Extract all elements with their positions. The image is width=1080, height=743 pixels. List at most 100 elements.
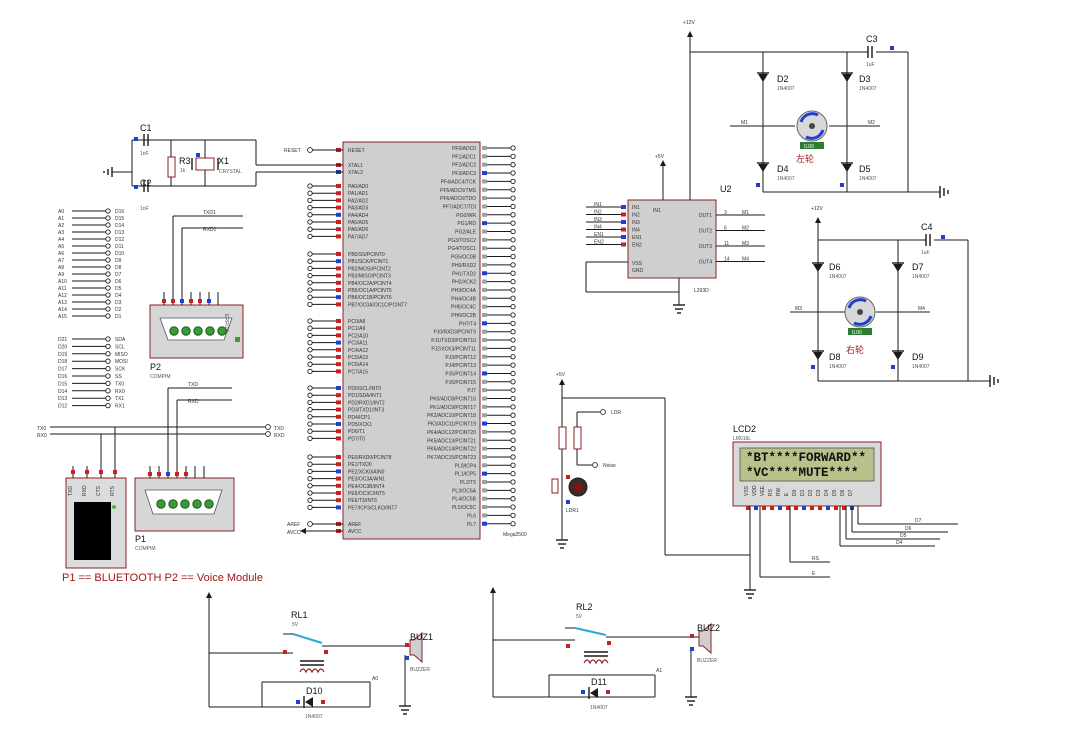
mcu-right-terminal[interactable]: [510, 270, 516, 276]
mcu-right-terminal[interactable]: [510, 228, 516, 235]
mcu-left-terminal[interactable]: [307, 385, 313, 391]
net-a-terminal[interactable]: [105, 306, 111, 312]
mcu-left-terminal[interactable]: [307, 428, 313, 434]
mcu-right-terminal[interactable]: [510, 395, 516, 402]
mcu-right-terminal[interactable]: [510, 437, 516, 443]
reset-terminal[interactable]: [307, 147, 313, 153]
mcu-left-terminal[interactable]: [307, 272, 313, 279]
mcu-left-terminal[interactable]: [307, 368, 313, 375]
mcu-left-terminal[interactable]: [307, 454, 313, 460]
mcu-right-terminal[interactable]: [510, 295, 516, 301]
mcu-right-terminal[interactable]: [510, 479, 516, 485]
net-a-terminal[interactable]: [105, 243, 111, 249]
mcu-right-terminal[interactable]: [510, 370, 516, 377]
net-a-terminal[interactable]: [105, 208, 111, 214]
net-a-terminal[interactable]: [105, 285, 111, 291]
net-a-terminal[interactable]: [105, 215, 111, 221]
net-b-terminal[interactable]: [105, 358, 111, 364]
p2-connector[interactable]: TXD1 RXD1 P2 COMPIM ERROR: [149, 210, 244, 380]
mcu-left-terminal[interactable]: [307, 258, 313, 264]
mcu-right-terminal[interactable]: [510, 387, 516, 393]
net-a-terminal[interactable]: [105, 257, 111, 263]
relay1-buzzer1[interactable]: RL1 5V D10 1N4007 A0 BUZ1 BUZZER: [206, 592, 433, 720]
mcu-right-terminal[interactable]: [510, 278, 516, 285]
net-a-terminal[interactable]: [105, 278, 111, 284]
mcu-left-terminal[interactable]: [307, 301, 313, 308]
net-a-terminal[interactable]: [105, 222, 111, 228]
net-a-terminal[interactable]: [105, 236, 111, 242]
net-a-terminal[interactable]: [105, 299, 111, 305]
mcu-right-terminal[interactable]: [510, 162, 516, 168]
net-a-terminal[interactable]: [105, 264, 111, 270]
mcu-left-terminal[interactable]: [307, 287, 313, 293]
mcu-left-terminal[interactable]: [307, 226, 313, 232]
mcu-left-terminal[interactable]: [307, 435, 313, 442]
net-b-terminal[interactable]: [105, 395, 111, 401]
mcu-left-terminal[interactable]: [307, 406, 313, 413]
buz1-speaker-icon[interactable]: [409, 631, 423, 664]
aref-terminal[interactable]: [307, 521, 313, 527]
mcu-right-terminal[interactable]: [510, 420, 516, 427]
mcu-left-terminal[interactable]: [307, 414, 313, 420]
net-b-terminal[interactable]: [105, 336, 111, 342]
bluetooth-module[interactable]: TXD RXD CTS RTS: [65, 427, 127, 569]
mcu-left-terminal[interactable]: [307, 190, 313, 196]
net-b-terminal[interactable]: [105, 373, 111, 379]
mcu-right-terminal[interactable]: [510, 521, 516, 527]
mcu-right-terminal[interactable]: [510, 170, 516, 176]
net-b-terminal[interactable]: [105, 380, 111, 387]
mcu-left-terminal[interactable]: [307, 399, 313, 406]
p1-connector[interactable]: TXD RXD P1 COMPIM: [134, 382, 235, 552]
mcu-right-terminal[interactable]: [510, 379, 516, 385]
l293d-driver[interactable]: U2 L293D IN1 +5V IN1IN1IN2IN2IN3IN3IN4IN…: [585, 52, 765, 314]
mcu-right-terminal[interactable]: [510, 237, 516, 243]
mcu-right-terminal[interactable]: [510, 153, 516, 160]
mcu-right-terminal[interactable]: [510, 512, 516, 519]
net-a-terminal[interactable]: [105, 292, 111, 298]
mcu-right-terminal[interactable]: [510, 445, 516, 452]
mcu-right-terminal[interactable]: [510, 354, 516, 360]
buz2-speaker-icon[interactable]: [698, 622, 712, 655]
mcu-right-terminal[interactable]: [510, 496, 516, 502]
mcu-right-terminal[interactable]: [510, 454, 516, 460]
mcu-left-terminal[interactable]: [307, 490, 313, 496]
mcu-right-terminal[interactable]: [510, 329, 516, 335]
net-b-terminal[interactable]: [105, 365, 111, 372]
net-b-terminal[interactable]: [105, 343, 111, 350]
net-b-terminal[interactable]: [105, 388, 111, 394]
mcu-right-terminal[interactable]: [510, 429, 516, 435]
mcu-left-terminal[interactable]: [307, 280, 313, 286]
mcu-left-terminal[interactable]: [307, 265, 313, 272]
noise-terminal[interactable]: [592, 462, 598, 468]
mcu-left-terminal[interactable]: [307, 468, 313, 475]
mcu-right-terminal[interactable]: [510, 312, 516, 318]
mcu-right-terminal[interactable]: [510, 262, 516, 268]
mcu-left-terminal[interactable]: [307, 483, 313, 489]
mcu-left-terminal[interactable]: [307, 475, 313, 482]
net-b-terminal[interactable]: [105, 351, 111, 357]
mcu-left-terminal[interactable]: [307, 361, 313, 367]
mcu-right-terminal[interactable]: [510, 404, 516, 410]
mcu-right-terminal[interactable]: [510, 337, 516, 343]
rxd-terminal[interactable]: [265, 431, 271, 437]
mcu-left-terminal[interactable]: [307, 421, 313, 427]
mcu-left-terminal[interactable]: [307, 392, 313, 398]
mcu-right-terminal[interactable]: [510, 412, 516, 418]
mcu-right-terminal[interactable]: [510, 245, 516, 251]
crystal-oscillator[interactable]: C1 1nF C2 1nF R3 1k X1 CRYSTAL: [103, 123, 343, 212]
ldr-terminal[interactable]: [600, 409, 606, 415]
mcu-mega2560[interactable]: RESETXTAL1XTAL2PA0/AD0PA1/AD1PA2/AD2PA3/…: [307, 141, 527, 540]
net-a-terminal[interactable]: [105, 271, 111, 277]
mcu-left-terminal[interactable]: [307, 461, 313, 467]
mcu-left-terminal[interactable]: [307, 354, 313, 360]
mcu-left-terminal[interactable]: [307, 197, 313, 204]
txd-terminal[interactable]: [265, 424, 271, 430]
mcu-left-terminal[interactable]: [307, 251, 313, 257]
mcu-left-terminal[interactable]: [307, 183, 313, 189]
mcu-left-terminal[interactable]: [307, 294, 313, 300]
mcu-left-terminal[interactable]: [307, 497, 313, 503]
bottom-hbridge[interactable]: +12V C4 1uF D6 1N4007 D7 1N4007 D8 1N400…: [790, 206, 999, 387]
mcu-left-terminal[interactable]: [307, 325, 313, 331]
mcu-right-terminal[interactable]: [510, 345, 516, 352]
mcu-right-terminal[interactable]: [510, 212, 516, 218]
